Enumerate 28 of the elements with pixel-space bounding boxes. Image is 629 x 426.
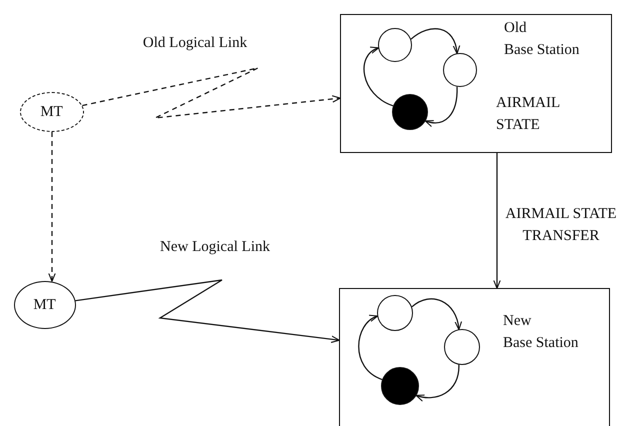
- edge-label: Old Logical Link: [142, 34, 248, 53]
- state-circle: [444, 328, 480, 365]
- state-circle: [380, 366, 419, 405]
- transition-arrow: [410, 28, 460, 54]
- transition-arrow: [416, 364, 460, 402]
- arrow: [75, 279, 340, 343]
- terminal-ellipse: [20, 92, 84, 132]
- station-label: AIRMAIL STATE: [496, 94, 560, 135]
- station-label: New Base Station: [503, 312, 578, 353]
- node-label: MT: [40, 102, 63, 122]
- node-label: MT: [33, 296, 56, 315]
- station-box: [339, 288, 610, 426]
- state-circle: [392, 94, 428, 130]
- transition-arrow: [424, 86, 458, 127]
- dashed-arrow: [48, 132, 56, 282]
- edge-label: AIRMAIL STATE TRANSFER: [505, 205, 617, 246]
- edge-label: New Logical Link: [160, 238, 270, 257]
- state-circle: [376, 294, 413, 331]
- station-label: Old Base Station: [504, 19, 580, 60]
- terminal-ellipse: [14, 281, 76, 329]
- station-box: [340, 14, 612, 153]
- transition-arrow: [364, 47, 394, 106]
- transition-arrow: [412, 298, 462, 330]
- dashed-arrow: [82, 67, 341, 119]
- arrow: [493, 153, 501, 289]
- transition-arrow: [358, 315, 382, 380]
- state-circle: [378, 28, 412, 62]
- state-circle: [442, 52, 477, 87]
